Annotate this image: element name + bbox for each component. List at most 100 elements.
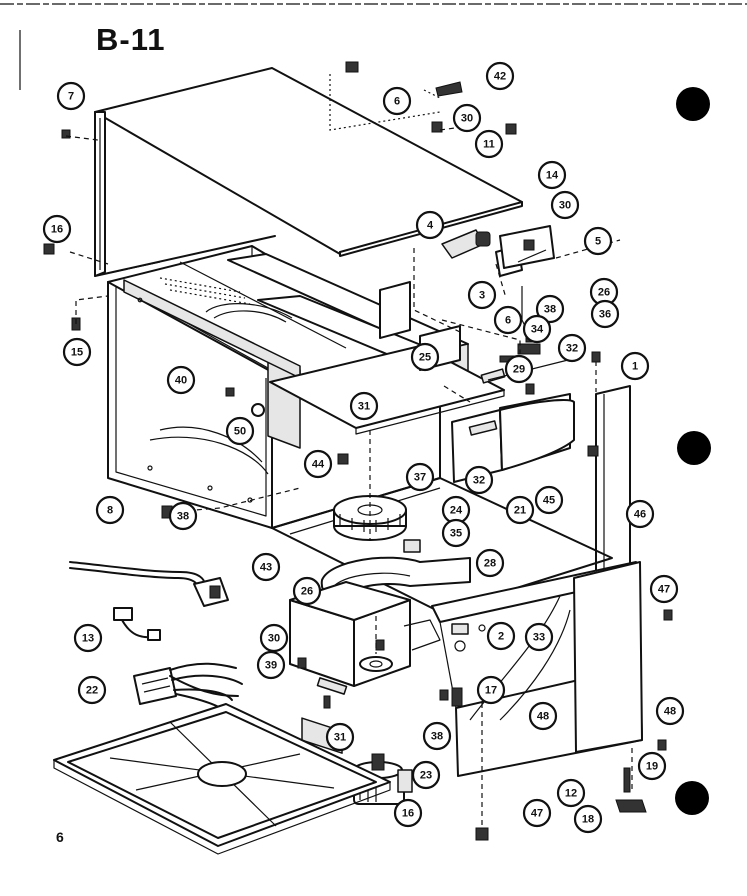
binding-hole-middle — [677, 431, 711, 465]
harness-13 — [113, 607, 161, 641]
callout-number: 4 — [427, 220, 434, 232]
callout-number: 32 — [473, 475, 485, 487]
callout-circle — [655, 696, 685, 726]
callout-39: 39 — [256, 650, 286, 680]
callout-circle — [256, 650, 286, 680]
callout-number: 26 — [301, 586, 313, 598]
callout-number: 38 — [544, 304, 556, 316]
callout-circle — [410, 342, 440, 372]
callout-number: 38 — [431, 731, 443, 743]
callout-circle — [393, 798, 423, 828]
callout-circle — [225, 416, 255, 446]
callout-36: 36 — [590, 299, 620, 329]
callout-circle — [251, 552, 281, 582]
front-panel — [431, 561, 643, 777]
callout-circle — [464, 465, 494, 495]
callout-circle — [550, 190, 580, 220]
callout-50: 50 — [225, 416, 255, 446]
callout-number: 12 — [565, 788, 577, 800]
callout-circle — [382, 86, 412, 116]
callout-5: 5 — [583, 226, 613, 256]
callout-number: 37 — [414, 472, 426, 484]
callout-number: 2 — [498, 631, 504, 643]
callout-number: 31 — [358, 401, 370, 413]
callout-number: 16 — [402, 808, 414, 820]
stirrer-assembly — [320, 495, 471, 605]
callout-number: 24 — [450, 505, 463, 517]
callout-circle — [474, 129, 504, 159]
callout-number: 18 — [582, 814, 594, 826]
callout-6-mid: 6 — [493, 305, 523, 335]
callout-circle — [535, 294, 565, 324]
callout-number: 42 — [494, 71, 506, 83]
callout-circle — [583, 226, 613, 256]
callout-circle — [422, 721, 452, 751]
callout-number: 30 — [268, 633, 280, 645]
callout-19: 19 — [637, 751, 667, 781]
scan-border — [0, 3, 747, 90]
callout-number: 6 — [505, 315, 511, 327]
callout-circle — [524, 622, 554, 652]
wire-harness-22 — [133, 662, 243, 713]
leader-lines — [65, 74, 633, 826]
callout-23: 23 — [411, 760, 441, 790]
callout-26-low: 26 — [292, 576, 322, 606]
callout-circle — [95, 495, 125, 525]
callout-number: 32 — [566, 343, 578, 355]
callout-number: 30 — [461, 113, 473, 125]
callout-circle — [505, 495, 535, 525]
callout-46: 46 — [625, 499, 655, 529]
callout-38-b: 38 — [168, 501, 198, 531]
blower-housing — [289, 581, 441, 754]
callout-38-a: 38 — [535, 294, 565, 324]
callout-number: 26 — [598, 287, 610, 299]
callout-circle — [56, 81, 86, 111]
callout-number: 48 — [664, 706, 676, 718]
callout-number: 35 — [450, 528, 462, 540]
callout-14: 14 — [537, 160, 567, 190]
callout-30-right: 30 — [550, 190, 580, 220]
callout-circle — [486, 621, 516, 651]
oven-tray — [53, 703, 391, 855]
callout-circle — [522, 798, 552, 828]
callout-circle — [259, 623, 289, 653]
callout-circle — [168, 501, 198, 531]
callout-circle — [303, 449, 333, 479]
callout-34: 34 — [522, 314, 552, 344]
callout-circle — [405, 462, 435, 492]
callout-7: 7 — [56, 81, 86, 111]
callout-circle — [349, 391, 379, 421]
callout-circle — [73, 623, 103, 653]
callout-number: 16 — [51, 224, 63, 236]
callout-16-bottom: 16 — [393, 798, 423, 828]
callout-8: 8 — [95, 495, 125, 525]
callout-43: 43 — [251, 552, 281, 582]
callout-circle — [42, 214, 72, 244]
fan-shroud — [451, 357, 577, 483]
callout-number: 1 — [632, 361, 638, 373]
bracket-31 — [316, 677, 348, 709]
callout-circle — [292, 576, 322, 606]
callout-circle — [467, 280, 497, 310]
callout-number: 13 — [82, 633, 94, 645]
callout-2: 2 — [486, 621, 516, 651]
callout-circle — [325, 722, 355, 752]
outer-cabinet-cover — [94, 67, 523, 277]
callout-number: 34 — [531, 324, 544, 336]
callout-47-bottom: 47 — [522, 798, 552, 828]
callout-number: 25 — [419, 352, 431, 364]
callout-number: 17 — [485, 685, 497, 697]
callout-number: 19 — [646, 761, 658, 773]
callout-circle — [556, 778, 586, 808]
callout-12: 12 — [556, 778, 586, 808]
callout-6-top: 6 — [382, 86, 412, 116]
binding-hole-top — [676, 87, 710, 121]
callout-number: 39 — [265, 660, 277, 672]
callout-circle — [452, 103, 482, 133]
callout-number: 14 — [546, 170, 559, 182]
power-cord — [69, 561, 229, 607]
callout-number: 23 — [420, 770, 432, 782]
callout-number: 21 — [514, 505, 526, 517]
callout-40-left: 40 — [166, 365, 196, 395]
